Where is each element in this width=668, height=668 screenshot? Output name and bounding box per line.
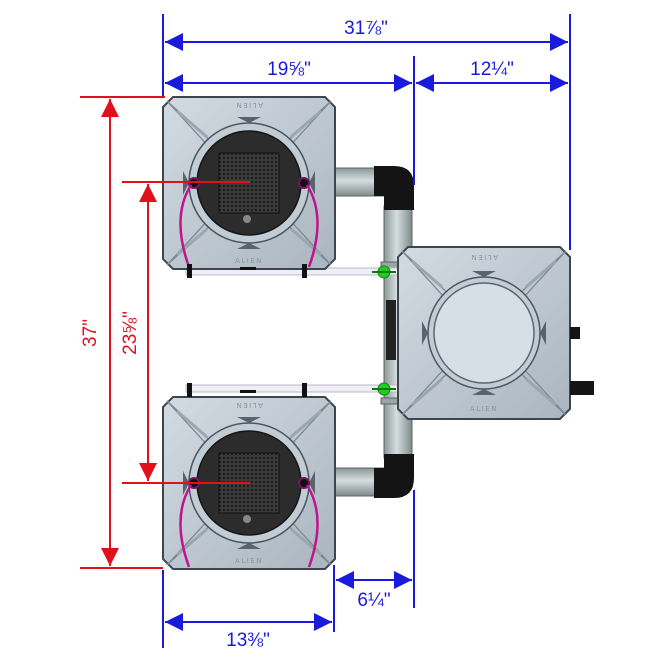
label-overall-height: 37": [80, 319, 101, 347]
label-pipe-gap: 6¼": [357, 590, 390, 611]
elbow-top: [374, 166, 414, 210]
reservoir-controller: ALIEN ALIEN: [396, 245, 572, 421]
label-left-section-width: 19⅝": [267, 59, 311, 80]
dimension-lines-red: [80, 96, 165, 569]
svg-text:ALIEN: ALIEN: [470, 405, 498, 413]
label-right-section-width: 12¼": [470, 59, 514, 80]
label-outlet-spacing: 23⅝": [120, 311, 141, 355]
drain-port-upper: [570, 327, 580, 339]
svg-text:ALIEN: ALIEN: [235, 557, 263, 565]
drain-port-lower: [570, 381, 594, 395]
label-pot-width: 13⅜": [226, 630, 270, 651]
svg-text:ALIEN: ALIEN: [470, 253, 498, 261]
grow-pot-top: ALIEN ALIEN: [163, 97, 335, 269]
elbow-bottom: [374, 454, 414, 498]
svg-text:ALIEN: ALIEN: [235, 101, 263, 109]
tube-brackets: [187, 264, 307, 397]
reservoir-lid: [433, 282, 535, 384]
feed-tube-lower: [185, 384, 403, 393]
svg-text:ALIEN: ALIEN: [235, 401, 263, 409]
dimension-lines: [162, 14, 571, 648]
pipe-dark-segment: [386, 300, 396, 360]
label-overall-width: 31⅞": [344, 18, 388, 39]
svg-text:ALIEN: ALIEN: [235, 257, 263, 265]
outlet-markers: [122, 181, 250, 484]
grow-pot-bottom: ALIEN ALIEN: [163, 397, 335, 569]
